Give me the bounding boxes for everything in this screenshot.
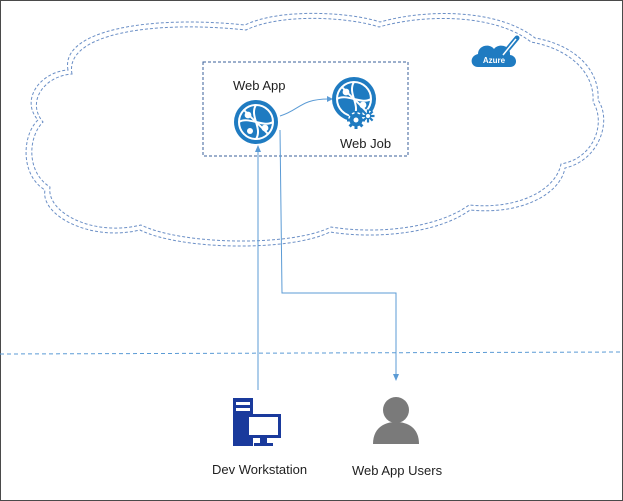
user-icon — [373, 397, 419, 444]
dev-workstation-label: Dev Workstation — [212, 462, 308, 477]
webapp-to-users-arrowhead — [393, 374, 399, 381]
cloud-boundary — [25, 12, 605, 247]
web-job-globe-gears-icon — [332, 77, 376, 129]
web-app-label: Web App — [233, 78, 286, 93]
web-job-label: Web Job — [340, 136, 392, 151]
gear-icon — [347, 111, 365, 129]
web-app-globe-icon — [234, 100, 278, 144]
azure-cloud-icon — [471, 35, 520, 67]
app-service-group — [202, 61, 409, 157]
azure-badge-label: Azure — [482, 56, 506, 65]
workstation-icon — [233, 398, 281, 446]
network-boundary-line — [0, 351, 623, 355]
dev-to-webapp-arrowhead — [255, 145, 261, 152]
webapp-to-webjob-connector — [279, 98, 330, 117]
gear-icon — [361, 109, 375, 123]
web-app-users-label: Web App Users — [352, 463, 443, 478]
webapp-to-webjob-arrowhead — [327, 96, 333, 102]
webapp-to-users-connector — [279, 129, 397, 376]
